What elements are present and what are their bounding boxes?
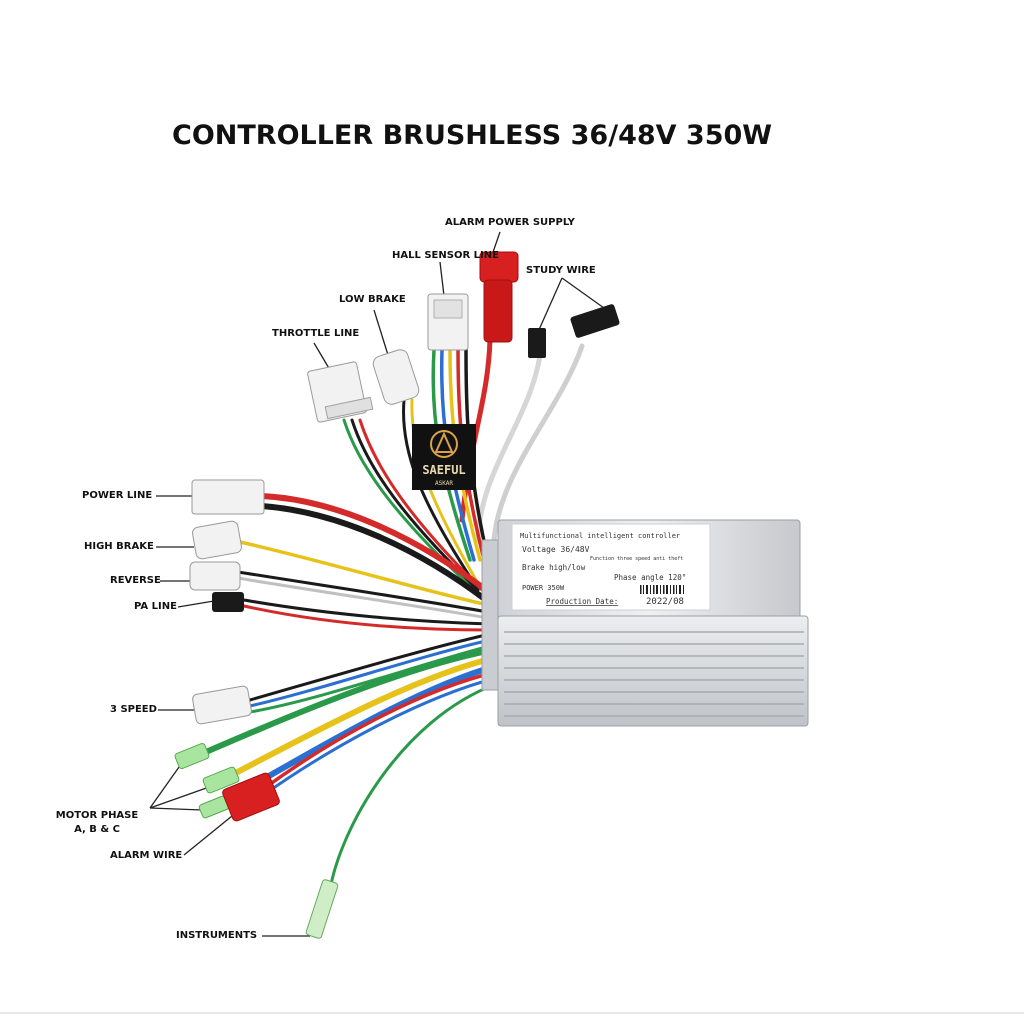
label-motor-phase: MOTOR PHASE A, B & C	[54, 810, 140, 835]
label-study-wire: STUDY WIRE	[526, 265, 596, 276]
brand-logo: SAEFUL ASKAR	[412, 424, 476, 490]
label-function: Function three speed anti theft	[590, 556, 683, 562]
bottom-divider	[0, 1012, 1024, 1014]
connectors	[174, 251, 620, 939]
motor-phase-connectors	[174, 742, 240, 819]
label-hall-sensor-line: HALL SENSOR LINE	[392, 250, 499, 261]
logo-subtext: ASKAR	[435, 480, 453, 487]
label-power: POWER 350W	[522, 584, 565, 592]
low-brake-connector	[372, 349, 420, 405]
label-alarm-wire: ALARM WIRE	[110, 850, 183, 861]
label-power-line: POWER LINE	[82, 490, 153, 501]
label-high-brake: HIGH BRAKE	[84, 541, 154, 552]
instruments-connector	[305, 879, 339, 939]
hall-sensor-connector	[427, 293, 469, 351]
label-date: 2022/08	[646, 597, 684, 607]
label-alarm-power-supply: ALARM POWER SUPPLY	[445, 217, 575, 228]
page-title: CONTROLLER BRUSHLESS 36/48V 350W	[172, 120, 773, 151]
controller-housing	[481, 519, 809, 727]
label-instruments: INSTRUMENTS	[176, 930, 258, 941]
three-speed-connector	[192, 685, 252, 725]
reverse-connector	[189, 561, 241, 591]
label-voltage: Voltage 36/48V	[522, 545, 590, 554]
alarm-wire-connector	[222, 772, 280, 822]
label-phase: Phase angle 120°	[614, 573, 686, 582]
high-brake-connector	[192, 520, 242, 560]
pa-line-connector	[212, 592, 244, 612]
controller-label: Multifunctional intelligent controller V…	[520, 532, 686, 607]
label-three-speed: 3 SPEED	[110, 704, 157, 715]
barcode	[640, 585, 684, 594]
label-brake: Brake high/low	[522, 563, 586, 572]
label-reverse: REVERSE	[110, 575, 161, 586]
pointer-lines	[149, 231, 605, 937]
label-motor-phase-title: MOTOR PHASE	[55, 810, 139, 821]
label-low-brake: LOW BRAKE	[339, 294, 406, 305]
label-throttle-line: THROTTLE LINE	[272, 328, 360, 339]
label-production: Production Date:	[546, 597, 618, 606]
alarm-power-connector	[479, 251, 519, 343]
label-motor-phase-abc: A, B & C	[74, 824, 120, 835]
study-wire-connector	[528, 304, 620, 358]
logo-text: SAEFUL	[422, 463, 465, 477]
label-pa-line: PA LINE	[134, 601, 177, 612]
label-line-1: Multifunctional intelligent controller	[520, 532, 680, 540]
throttle-connector	[307, 361, 374, 423]
power-line-connector	[191, 479, 265, 515]
